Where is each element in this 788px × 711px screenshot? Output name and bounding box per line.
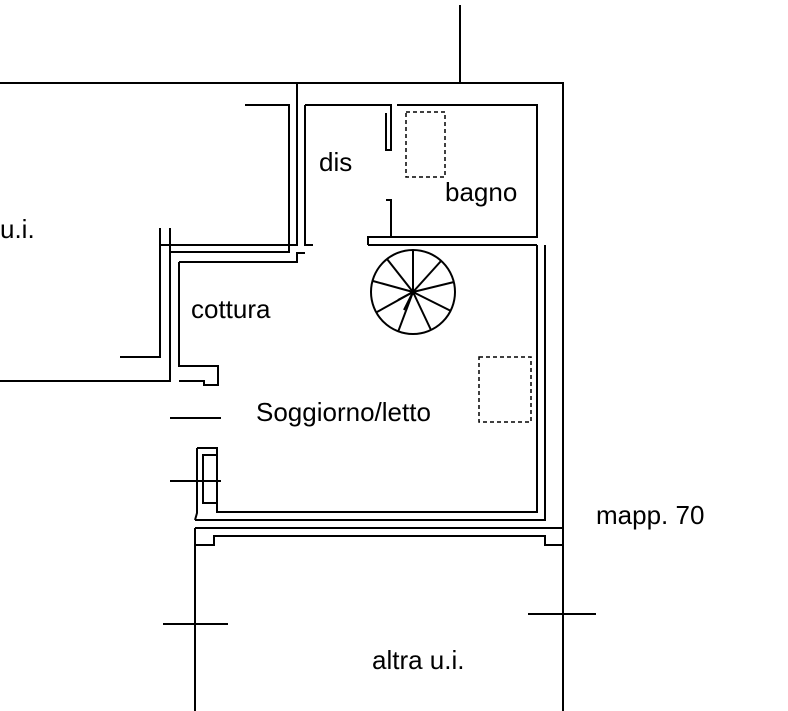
lower-corridor-wall <box>194 527 563 546</box>
room-label-soggiorno: Soggiorno/letto <box>256 397 431 427</box>
bed-fixture <box>478 356 532 423</box>
living-room-walls <box>178 245 546 521</box>
neighbour-label-bottom: altra u.i. <box>372 645 465 675</box>
room-label-dis: dis <box>319 147 352 177</box>
room-label-cottura: cottura <box>191 294 271 324</box>
parcel-label: mapp. 70 <box>596 500 704 530</box>
bathroom-walls <box>305 104 538 246</box>
left-neighbour-walls <box>120 104 290 381</box>
shower-tray-fixture <box>405 111 446 178</box>
room-label-bagno: bagno <box>445 177 517 207</box>
tick-marks <box>163 417 596 625</box>
neighbour-label-left: u.i. <box>0 214 35 244</box>
neighbour-boundaries <box>0 5 564 711</box>
spiral-staircase-icon <box>370 249 456 335</box>
outer-wall <box>160 82 564 545</box>
